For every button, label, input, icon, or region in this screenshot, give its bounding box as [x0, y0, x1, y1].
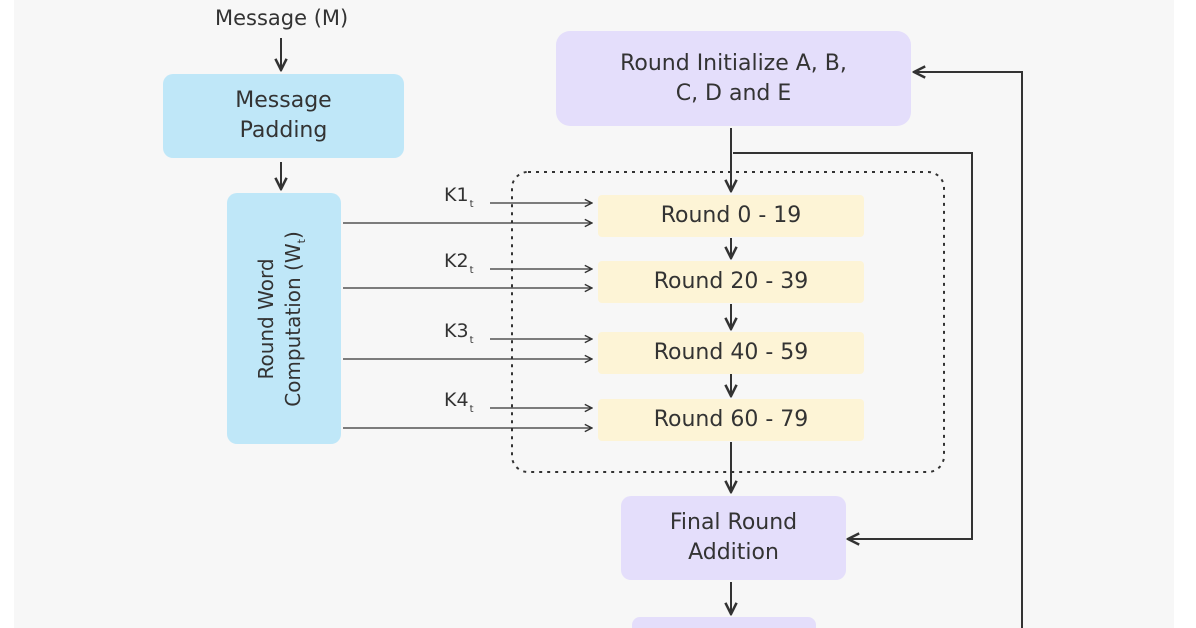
right-margin	[1174, 0, 1196, 628]
round-initialize-line2: C, D and E	[675, 80, 792, 106]
feedback-init-to-final	[733, 152, 973, 539]
round-group-dashed-border	[511, 171, 945, 473]
round-40-59-label: Round 40 - 59	[653, 340, 809, 365]
round-initialize-box: Round Initialize A, B, C, D and E	[556, 31, 911, 126]
round-20-39-label: Round 20 - 39	[653, 269, 809, 294]
constant-k3: K3t	[444, 320, 474, 346]
partial-text-left	[446, 621, 576, 628]
final-round-addition-box: Final Round Addition	[621, 496, 846, 580]
message-label: Message (M)	[215, 6, 349, 30]
round-60-79-label: Round 60 - 79	[653, 407, 809, 432]
round-initialize-line1: Round Initialize A, B,	[620, 50, 847, 76]
round-word-computation-box: Round Word Computation (Wt)	[227, 193, 341, 444]
final-round-line1: Final Round	[669, 510, 798, 535]
final-round-line2: Addition	[688, 540, 779, 565]
round-word-line2: Computation (Wt)	[281, 230, 309, 407]
message-padding-line1: Message	[235, 88, 332, 113]
round-0-19-box: Round 0 - 19	[598, 195, 864, 237]
round-20-39-box: Round 20 - 39	[598, 261, 864, 303]
round-word-line1: Round Word	[254, 257, 279, 380]
round-60-79-box: Round 60 - 79	[598, 399, 864, 441]
constant-k1: K1t	[444, 184, 474, 210]
constant-k2: K2t	[444, 250, 474, 276]
round-0-19-label: Round 0 - 19	[660, 203, 802, 228]
constant-k4: K4t	[444, 389, 474, 415]
left-margin	[0, 0, 14, 628]
message-padding-box: Message Padding	[163, 74, 404, 158]
round-40-59-box: Round 40 - 59	[598, 332, 864, 374]
next-box-partial	[632, 617, 816, 628]
message-padding-line2: Padding	[239, 118, 328, 143]
feedback-loop-to-init	[914, 72, 1023, 628]
